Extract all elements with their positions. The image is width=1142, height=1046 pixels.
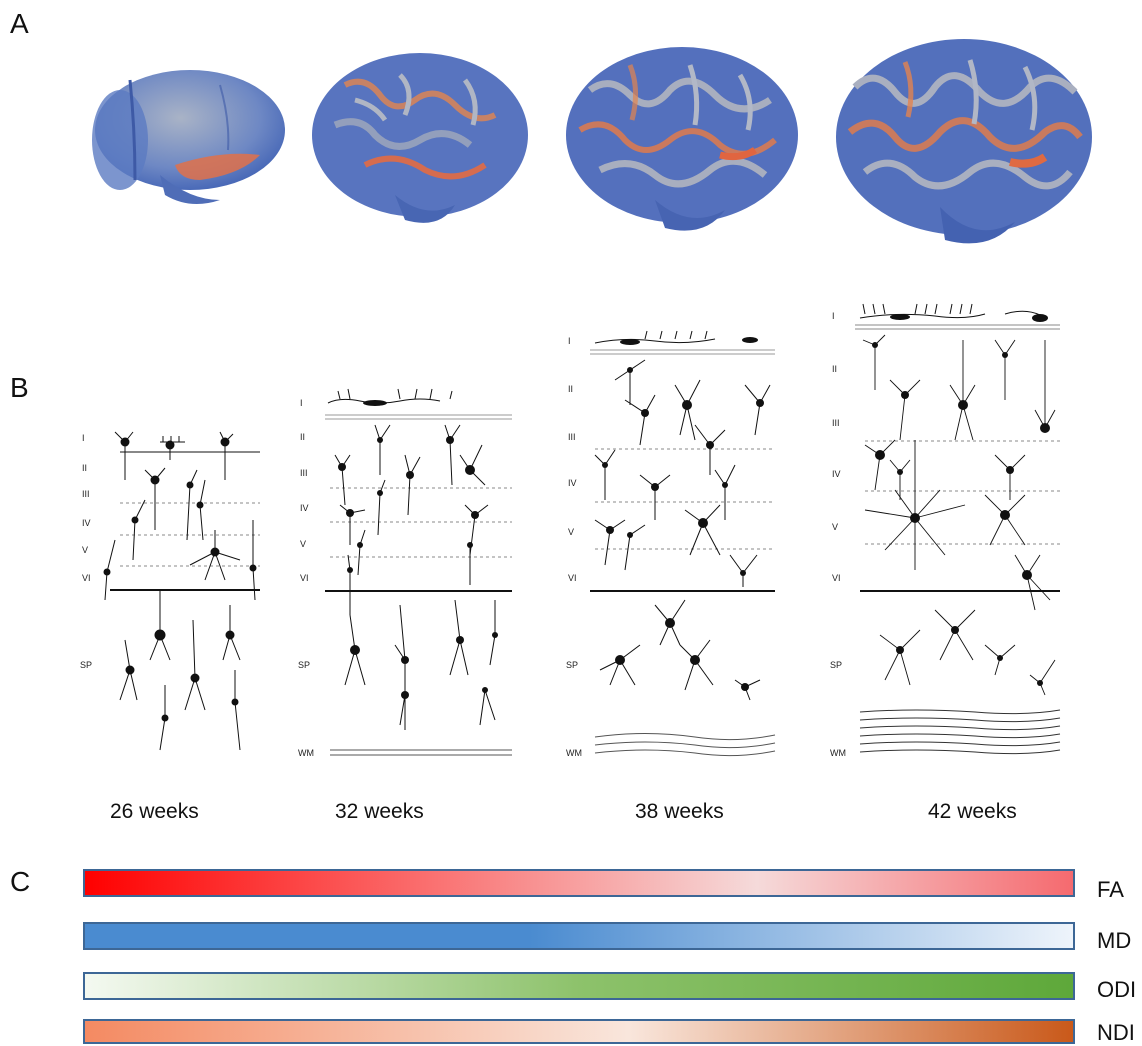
panel-a-label: A [10,8,29,39]
layer-label: I [300,398,303,408]
fa-gradient-bar [83,869,1075,897]
layer-label: SP [80,660,93,670]
brain-38-weeks-icon [566,47,798,231]
cortical-column-38-weeks [590,330,776,757]
layer-label: II [300,432,306,442]
layer-label: V [568,527,575,537]
fa-label: FA [1097,877,1124,902]
layer-label: II [82,463,88,473]
layer-label: III [832,418,840,428]
layer-label: II [832,364,838,374]
layer-label: I [832,311,835,321]
layer-label: WM [566,748,582,758]
layer-label: V [82,545,89,555]
layer-label: IV [832,469,841,479]
odi-gradient-bar [83,972,1075,1000]
odi-label: ODI [1097,977,1137,1002]
brain-26-weeks-icon [92,70,285,204]
cortical-column-32-weeks [325,388,512,756]
layer-label: V [832,522,839,532]
brain-32-weeks-icon [312,53,528,223]
layer-label: VI [82,573,91,583]
week-label-42: 42 weeks [928,800,1017,823]
layer-label: IV [300,503,309,513]
layer-label: IV [568,478,577,488]
layer-label: SP [298,660,311,670]
week-label-38: 38 weeks [635,800,724,823]
md-gradient-bar [83,922,1075,950]
cortical-column-26-weeks [103,431,260,751]
layer-label: SP [566,660,579,670]
ndi-label: NDI [1097,1020,1135,1045]
layer-label: IV [82,518,91,528]
layer-label: VI [300,573,309,583]
md-label: MD [1097,928,1132,953]
layer-label: III [82,489,90,499]
layer-label: WM [298,748,314,758]
layer-label: I [568,336,571,346]
layer-label: III [300,468,308,478]
layer-label: VI [832,573,841,583]
cortical-column-42-weeks [855,303,1061,755]
layer-label: V [300,539,307,549]
layer-label: SP [830,660,843,670]
panel-c-label: C [10,866,31,897]
layer-label: VI [568,573,577,583]
layer-label: III [568,432,576,442]
week-label-26: 26 weeks [110,800,199,823]
brain-42-weeks-icon [836,39,1092,244]
layer-label: I [82,433,85,443]
layer-label: II [568,384,574,394]
layer-label: WM [830,748,846,758]
panel-b-label: B [10,372,29,403]
week-label-32: 32 weeks [335,800,424,823]
ndi-gradient-bar [83,1019,1075,1044]
